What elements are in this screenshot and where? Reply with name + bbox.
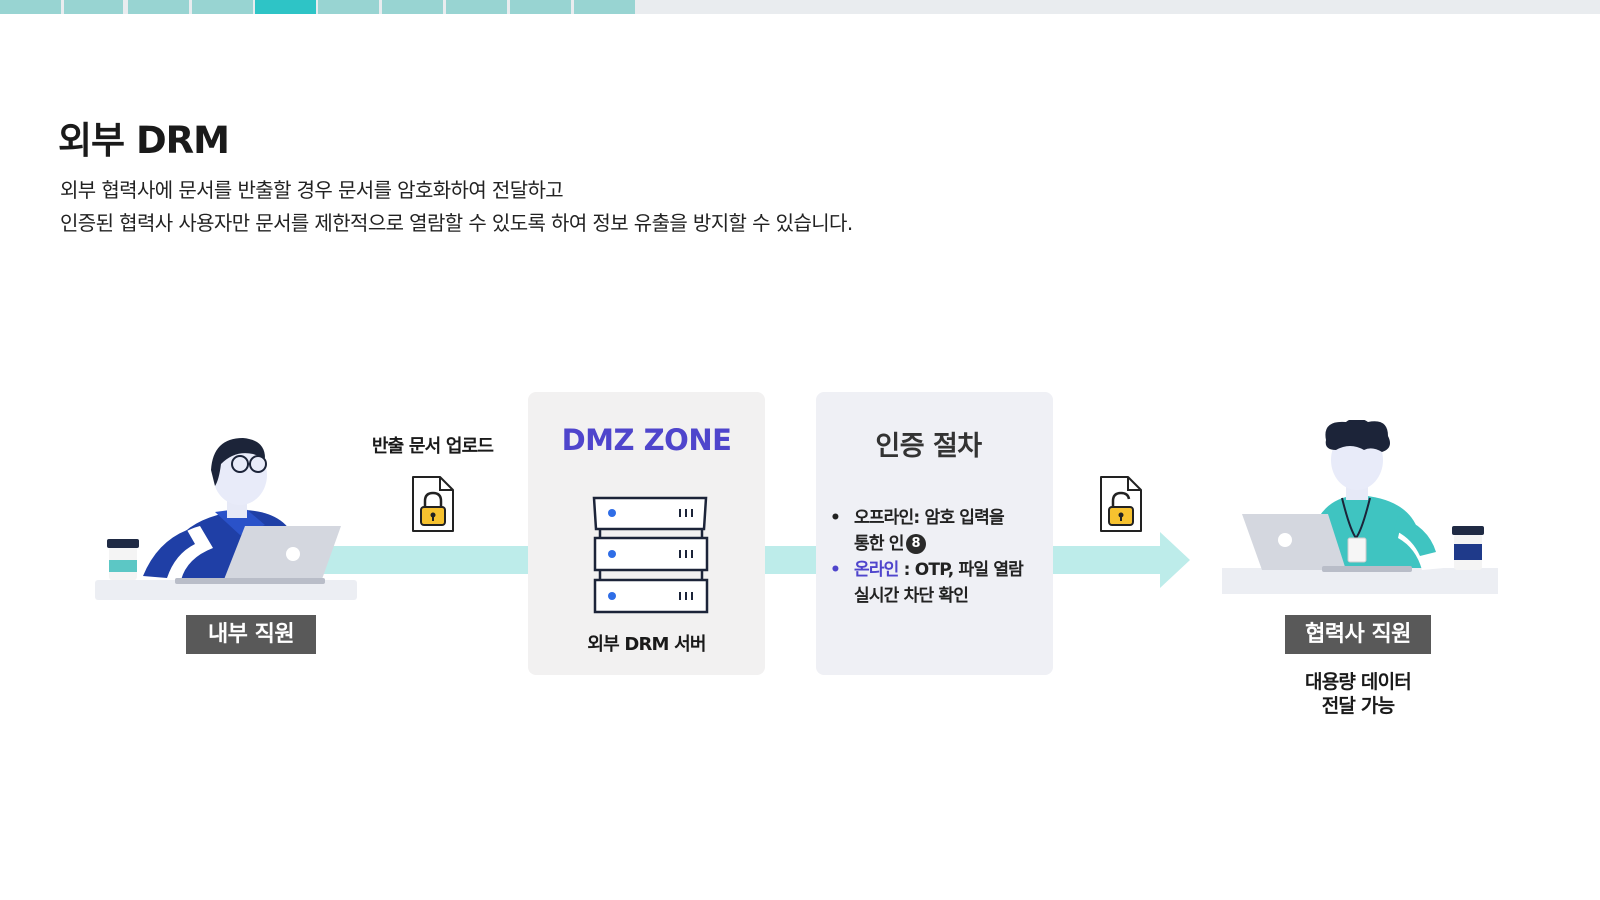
progress-segment[interactable]	[382, 0, 443, 14]
coffee-cup-icon	[107, 539, 139, 580]
coffee-cup-icon	[1452, 526, 1484, 570]
progress-segment[interactable]	[192, 0, 253, 14]
internal-employee-illustration	[95, 438, 357, 600]
auth-item-key: 온라인	[854, 560, 899, 580]
partner-note-line: 대용량 데이터	[1305, 671, 1412, 693]
description-line: 외부 협력사에 문서를 반출할 경우 문서를 암호화하여 전달하고	[60, 178, 564, 202]
upload-label: 반출 문서 업로드	[371, 436, 494, 457]
auth-item-online: • 온라인 : OTP, 파일 열람 실시간 차단 확인	[828, 557, 1053, 609]
auth-item-key: 오프라인	[854, 508, 914, 528]
partner-employee-tag: 협력사 직원	[1285, 615, 1431, 654]
progress-segment[interactable]	[128, 0, 189, 14]
page-title: 외부 DRM	[58, 119, 230, 162]
laptop-icon	[175, 526, 341, 584]
dmz-zone-title: DMZ ZONE	[561, 423, 732, 457]
unlocked-document-icon	[1100, 476, 1142, 532]
footnote-marker[interactable]: 8	[905, 534, 926, 554]
progress-segment[interactable]	[0, 0, 61, 14]
dmz-server-caption: 외부 DRM 서버	[587, 634, 706, 655]
auth-item-text2: 통한 인	[854, 534, 904, 554]
bullet: •	[830, 560, 841, 580]
auth-item-text2: 실시간 차단 확인	[854, 586, 969, 606]
progress-segment[interactable]	[574, 0, 635, 14]
laptop-icon	[1242, 514, 1412, 572]
bullet: •	[830, 508, 841, 528]
internal-employee-tag: 내부 직원	[186, 615, 316, 654]
auth-item-text: : 암호 입력을	[913, 508, 1004, 528]
progress-bar	[0, 0, 1600, 14]
progress-segment[interactable]	[510, 0, 571, 14]
flow-arrow-head	[1160, 532, 1190, 588]
server-rack-icon	[592, 496, 709, 614]
auth-item-text: : OTP, 파일 열람	[898, 560, 1024, 580]
progress-segment[interactable]	[446, 0, 507, 14]
partner-employee-illustration	[1222, 420, 1498, 594]
partner-note: 대용량 데이터 전달 가능	[1280, 670, 1436, 718]
dmz-zone-panel	[528, 392, 765, 675]
progress-segment[interactable]	[64, 0, 123, 14]
auth-title: 인증 절차	[875, 431, 982, 462]
partner-note-line: 전달 가능	[1321, 695, 1395, 717]
page-description: 외부 협력사에 문서를 반출할 경우 문서를 암호화하여 전달하고 인증된 협력…	[60, 174, 853, 240]
description-line: 인증된 협력사 사용자만 문서를 제한적으로 열람할 수 있도록 하여 정보 유…	[60, 211, 853, 235]
progress-segment[interactable]	[318, 0, 379, 14]
locked-document-icon	[412, 476, 454, 532]
progress-segment-active[interactable]	[255, 0, 316, 14]
auth-procedure-panel	[816, 392, 1053, 675]
